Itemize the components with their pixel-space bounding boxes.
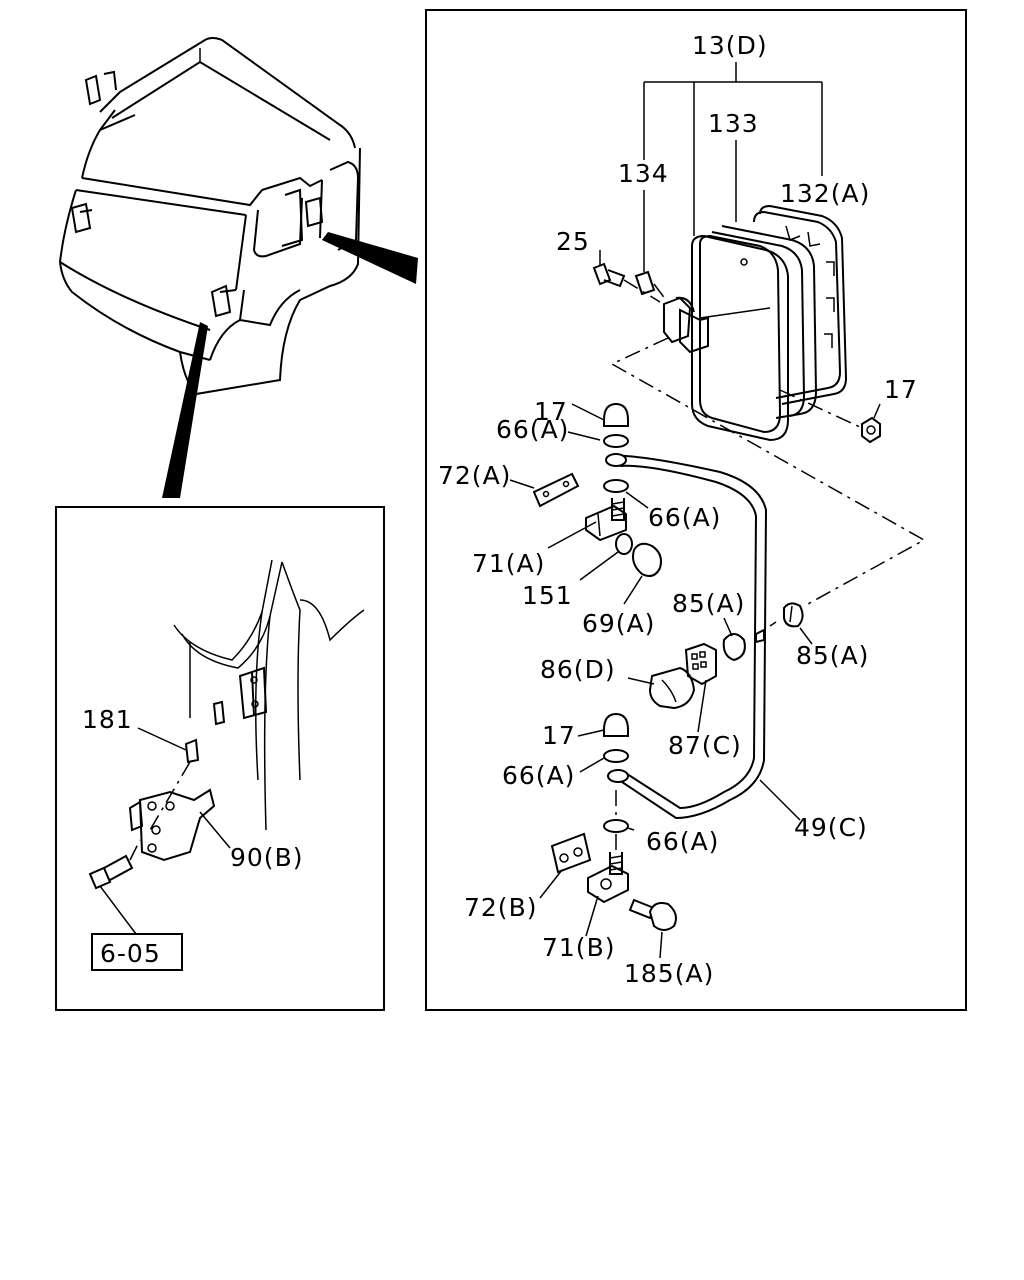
label-87c: 87(C) [668, 731, 742, 760]
label-25: 25 [556, 227, 590, 256]
label-71b: 71(B) [542, 933, 615, 962]
detail-box-left [55, 506, 385, 1011]
label-72b: 72(B) [464, 893, 537, 922]
ref-box-frame [91, 933, 183, 971]
detail-box-right [425, 9, 967, 1011]
label-69a: 69(A) [582, 609, 655, 638]
label-17-top: 17 [534, 397, 568, 426]
label-132a: 132(A) [780, 179, 870, 208]
label-71a: 71(A) [472, 549, 545, 578]
label-13d: 13(D) [692, 31, 768, 60]
cab-illustration [58, 37, 418, 498]
label-66a-4: 66(A) [646, 827, 719, 856]
label-85a-2: 85(A) [796, 641, 869, 670]
label-66a-2: 66(A) [648, 503, 721, 532]
label-133: 133 [708, 109, 759, 138]
label-72a: 72(A) [438, 461, 511, 490]
label-185a: 185(A) [624, 959, 714, 988]
label-49c: 49(C) [794, 813, 868, 842]
label-86d: 86(D) [540, 655, 616, 684]
bracket-detail [88, 559, 365, 890]
leaders-right [509, 250, 881, 959]
leaders-left [99, 727, 231, 935]
group-bracket-13d [643, 62, 823, 272]
label-181: 181 [82, 705, 133, 734]
label-151: 151 [522, 581, 573, 610]
callout-labels: 13(D) 133 134 132(A) 25 17 17 66(A) 72(A… [82, 31, 918, 988]
label-17-nut: 17 [884, 375, 918, 404]
label-66a-1: 66(A) [496, 415, 569, 444]
label-85a-1: 85(A) [672, 589, 745, 618]
stay-arm [532, 337, 926, 931]
label-17-mid: 17 [542, 721, 576, 750]
label-90b: 90(B) [230, 843, 303, 872]
mirror-assembly [592, 204, 881, 444]
label-ref-6-05: 6-05 [100, 939, 161, 968]
label-66a-3: 66(A) [502, 761, 575, 790]
label-134: 134 [618, 159, 669, 188]
